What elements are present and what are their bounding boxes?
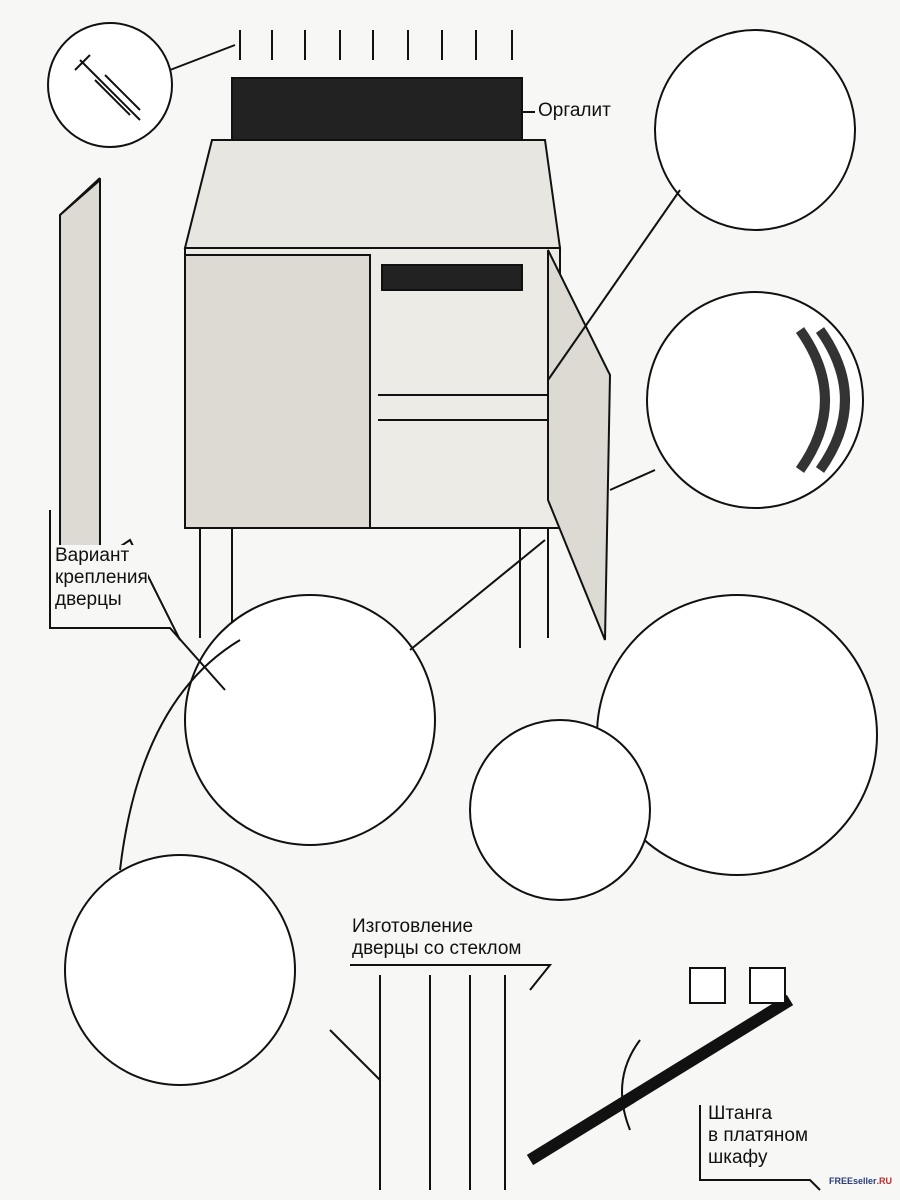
label-door-mount-variant: Вариант крепления дверцы — [55, 545, 148, 611]
label-line: дверцы со стеклом — [352, 938, 522, 959]
label-line: в платяном — [708, 1125, 809, 1146]
nails-row — [239, 30, 513, 60]
screw-icon — [74, 54, 141, 121]
hanger-icon — [621, 1039, 641, 1131]
latch-circle — [469, 719, 651, 901]
label-wardrobe-rod: Штанга в платяном шкафу — [708, 1103, 809, 1169]
watermark-suffix: .RU — [876, 1176, 893, 1186]
handle-circle — [646, 291, 864, 509]
watermark: FREEseller.RU — [829, 1176, 892, 1186]
screw-detail-circle — [47, 22, 173, 148]
shelf-support-circle — [654, 29, 856, 231]
label-hardboard: Оргалит — [538, 100, 611, 122]
magnet-catch-circle — [64, 854, 296, 1086]
label-line: дверцы — [55, 589, 122, 610]
glass-door — [329, 975, 506, 1190]
watermark-brand: FREEseller — [828, 1176, 877, 1186]
label-line: Штанга — [708, 1103, 773, 1124]
left-door — [184, 254, 371, 529]
cabinet-top — [183, 139, 562, 249]
cabinet-legs — [199, 528, 549, 648]
label-line: Изготовление — [352, 916, 474, 937]
open-door — [547, 249, 612, 641]
wardrobe-rod — [526, 994, 794, 1166]
label-line: крепления — [55, 567, 148, 588]
label-line: Вариант — [55, 545, 130, 566]
label-glass-door: Изготовление дверцы со стеклом — [352, 916, 522, 960]
handle-icon — [795, 327, 850, 473]
hardboard-panel — [231, 77, 523, 141]
corner-bracket-circle — [184, 594, 436, 846]
label-line: шкафу — [708, 1147, 768, 1168]
